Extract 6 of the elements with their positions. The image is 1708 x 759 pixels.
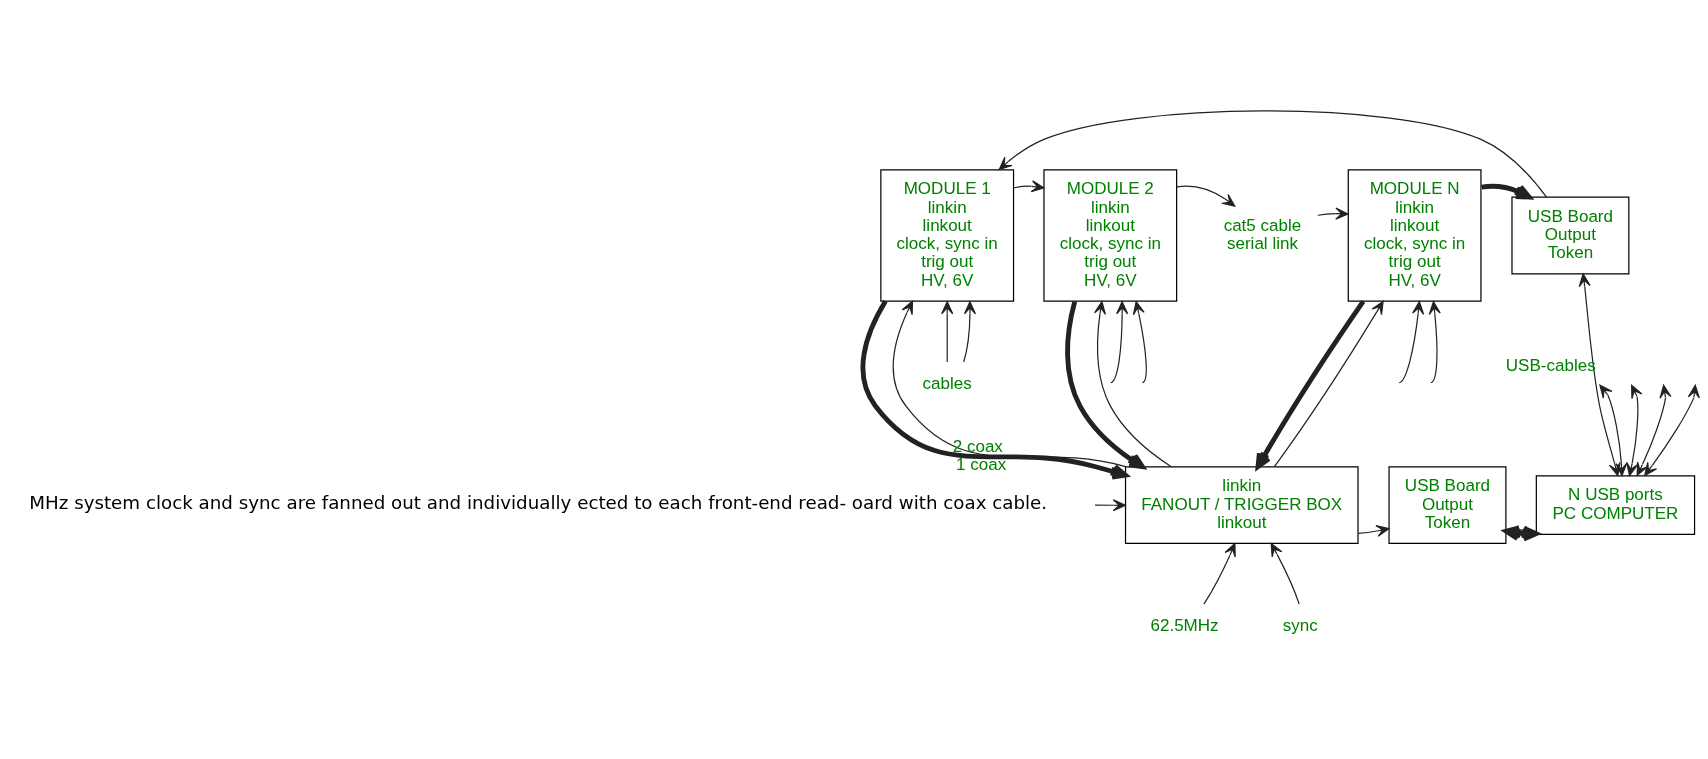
edge-label: 1 coax bbox=[956, 455, 1007, 475]
label: MHz system clock and sync are fanned out and individually ected to each front-end read- oard with coax cable. bbox=[29, 492, 1048, 514]
node-text: cables bbox=[922, 373, 972, 393]
node-text: 62.5MHz bbox=[1150, 615, 1219, 635]
node-text: sync bbox=[1282, 615, 1318, 635]
node-text: cat5 cable serial link bbox=[1223, 215, 1302, 254]
